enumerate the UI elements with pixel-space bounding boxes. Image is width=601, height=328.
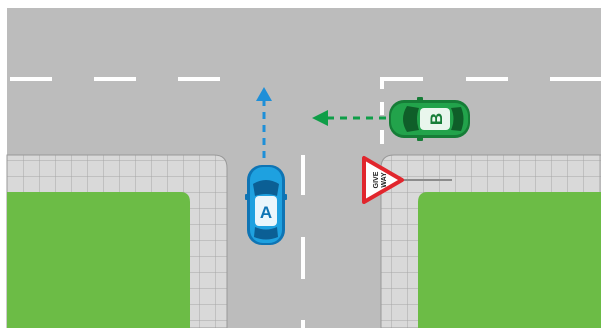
car-b-label: B	[427, 113, 446, 125]
grass-left	[7, 192, 190, 328]
give-way-text-line1: GIVE	[373, 171, 380, 188]
car-a-icon: A	[245, 165, 287, 245]
car-a-label: A	[260, 203, 272, 222]
car-b-icon: B	[389, 97, 470, 141]
grass-right	[418, 192, 601, 328]
give-way-text-line2: WAY	[381, 172, 388, 188]
